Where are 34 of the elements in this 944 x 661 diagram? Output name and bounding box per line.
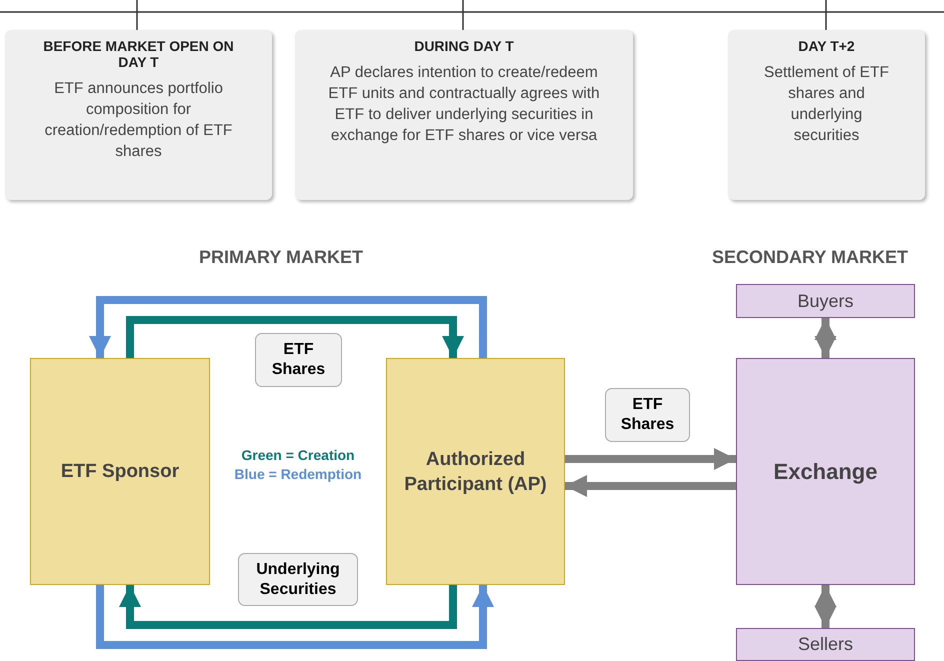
arrow (565, 448, 736, 470)
node-box (736, 358, 915, 585)
arrow (126, 316, 464, 358)
node-box (386, 358, 565, 585)
arrow (119, 585, 457, 629)
section-heading: PRIMARY MARKET (199, 247, 364, 268)
arrow (814, 318, 836, 358)
node-box (30, 358, 210, 585)
card-text: Settlement of ETF shares and underlying securities (763, 63, 890, 146)
edge-label: Underlying Securities (238, 553, 358, 606)
legend-text: Green = Creation (240, 447, 356, 463)
node-label: Authorized Participant (AP) (403, 448, 548, 496)
legend-text: Blue = Redemption (233, 466, 363, 482)
timeline-card (728, 30, 925, 200)
card-heading: DAY T+2 (798, 38, 855, 54)
card-text: AP declares intention to create/redeem ETF units and contractually agrees with ETF to deliver underlying securities in exchange for ETF shares or vice versa (327, 63, 601, 146)
node-label: Exchange (774, 458, 878, 484)
edge-label: ETF Shares (255, 333, 342, 387)
timeline-card (5, 30, 272, 200)
timeline-card (295, 30, 633, 200)
node-label: Buyers (797, 290, 854, 312)
arrow (89, 296, 487, 358)
card-heading: DURING DAY T (414, 38, 514, 54)
node-box (736, 284, 915, 318)
node-label: ETF Sponsor (60, 460, 180, 482)
card-heading: BEFORE MARKET OPEN ON DAY T (42, 38, 235, 70)
card-text: ETF announces portfolio composition for creation/redemption of ETF shares (44, 79, 234, 162)
node-label: Sellers (798, 634, 854, 655)
node-box (736, 628, 915, 661)
arrow (814, 585, 836, 628)
arrow (96, 585, 494, 649)
arrow (565, 475, 736, 497)
edge-label: ETF Shares (605, 388, 690, 442)
section-heading: SECONDARY MARKET (712, 247, 908, 268)
